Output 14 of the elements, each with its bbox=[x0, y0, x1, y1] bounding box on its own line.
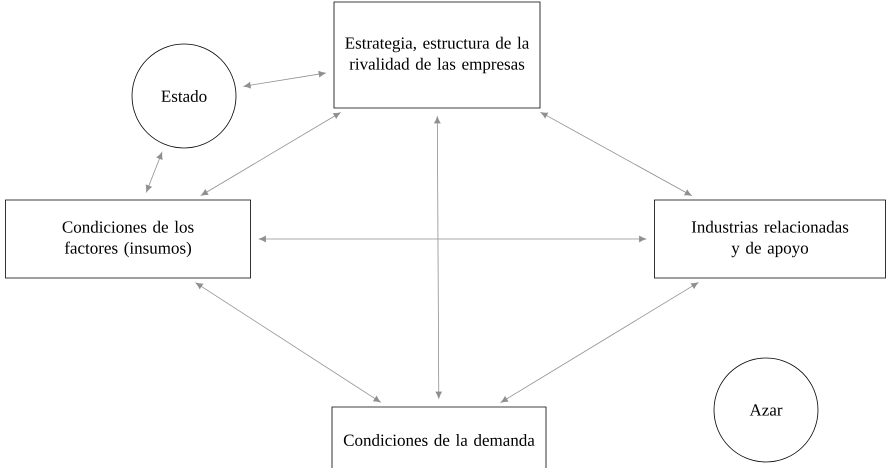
process-box: Estrategia, estructura de la rivalidad de las empresas bbox=[334, 2, 540, 108]
arrow bbox=[196, 282, 381, 402]
arrow bbox=[500, 282, 698, 403]
arrow bbox=[244, 70, 326, 88]
process-box: Condiciones de los factores (insumos) bbox=[5, 200, 251, 278]
arrow bbox=[258, 236, 646, 242]
circle-node: Azar bbox=[714, 358, 818, 462]
arrow bbox=[540, 112, 692, 196]
circle-node: Estado bbox=[132, 44, 236, 148]
process-box: Industrias relacionadas y de apoyo bbox=[654, 200, 886, 278]
arrow bbox=[200, 112, 341, 196]
arrow bbox=[146, 152, 163, 192]
process-box: Condiciones de la demanda bbox=[332, 406, 546, 468]
arrow bbox=[434, 116, 442, 399]
